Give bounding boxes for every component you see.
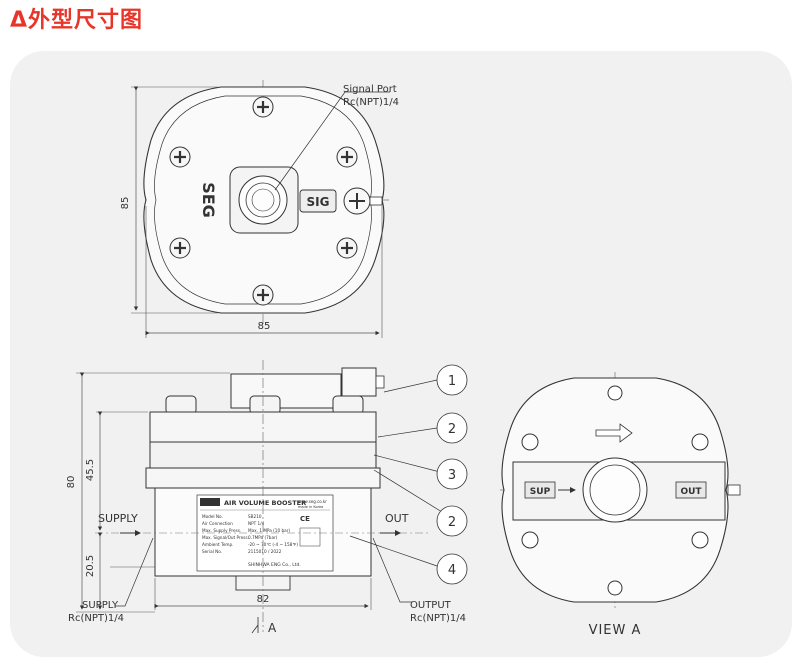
top-dim-width: 85 xyxy=(258,321,271,332)
nameplate-row-label: Serial No. xyxy=(202,549,222,554)
nameplate-row-value: SB210 xyxy=(248,514,262,519)
nameplate-made-in: made in Korea xyxy=(298,505,323,509)
callout-balloon: 2 xyxy=(436,412,468,444)
view-a: SUP OUT VIEW A xyxy=(500,372,741,638)
nameplate-row-label: Model No. xyxy=(202,514,223,519)
flow-direction-arrow-icon xyxy=(595,423,633,443)
nameplate-row-label: Ambient Temp. xyxy=(202,542,233,547)
supply-arrow-label: SUPPLY xyxy=(98,512,138,525)
callout-number: 2 xyxy=(448,422,456,437)
signal-port-thread: Rc(NPT)1/4 xyxy=(343,97,399,108)
view-a-caption: VIEW A xyxy=(589,623,642,638)
out-tag: OUT xyxy=(680,487,702,497)
nameplate-row-label: Max. Supply Press. xyxy=(202,528,241,533)
sig-tag-text: SIG xyxy=(307,195,330,209)
nameplate-title: AIR VOLUME BOOSTER xyxy=(224,499,306,507)
side-view: SEG AIR VOLUME BOOSTER www.seg.co.kr mad… xyxy=(66,360,468,635)
side-dim-width: 82 xyxy=(257,594,270,605)
bottom-screw-icon xyxy=(251,283,275,307)
nameplate-row-value: -20 ~ 70℃ (-4 ~ 158℉) xyxy=(248,542,298,547)
top-view: SIG SEG Signal Port Rc(NPT)1/4 85 85 xyxy=(120,80,399,338)
callout-number: 1 xyxy=(448,374,456,389)
callout-number: 4 xyxy=(448,563,456,578)
output-port-thread: Rc(NPT)1/4 xyxy=(410,613,466,624)
nameplate-logo: SEG xyxy=(203,500,216,507)
output-port-label: OUTPUT xyxy=(410,600,452,611)
brand-mark-text: SEG xyxy=(199,182,218,218)
section-marker-label: A xyxy=(268,621,277,635)
callout-number: 3 xyxy=(448,468,456,483)
callout-balloon: 1 xyxy=(436,364,468,396)
out-arrow-label: OUT xyxy=(385,512,409,525)
right-upper-screw-icon xyxy=(335,145,359,169)
page-heading: Δ外型尺寸图 xyxy=(10,8,144,33)
callout-balloon: 3 xyxy=(436,458,468,490)
nameplate-row-value: NPT 1/4 xyxy=(248,521,265,526)
section-arrow-icon xyxy=(251,617,259,634)
left-upper-screw-icon xyxy=(168,145,192,169)
side-dim-lower-height: 20.5 xyxy=(85,555,96,577)
nameplate-row-value: 2115010 / 2022 xyxy=(248,549,282,554)
nameplate-website: www.seg.co.kr xyxy=(298,499,327,504)
nameplate-row-value: Max. 1 MPa (10 bar) xyxy=(248,528,290,533)
supply-port-label: SUPPLY xyxy=(82,600,119,611)
callout-balloon: 4 xyxy=(436,553,468,585)
nameplate-company: SHINHWA ENG Co., Ltd. xyxy=(248,562,301,568)
nameplate-row-value: 0.7MPa (7bar) xyxy=(248,535,278,540)
supply-port-thread: Rc(NPT)1/4 xyxy=(68,613,124,624)
left-lower-screw-icon xyxy=(168,236,192,260)
callout-balloon: 2 xyxy=(436,505,468,537)
right-lower-screw-icon xyxy=(335,236,359,260)
top-dim-height: 85 xyxy=(120,197,131,210)
callout-number: 2 xyxy=(448,515,456,530)
signal-port-label: Signal Port xyxy=(343,84,397,95)
side-dim-overall-height: 80 xyxy=(66,476,77,489)
nameplate-row-label: Air Connection xyxy=(202,521,233,526)
top-screw-icon xyxy=(251,95,275,119)
nameplate: SEG AIR VOLUME BOOSTER www.seg.co.kr mad… xyxy=(196,494,334,572)
side-dim-mid-height: 45.5 xyxy=(85,459,96,481)
ce-mark: CE xyxy=(300,515,310,523)
nameplate-row-label: Max. Signal/Out Press. xyxy=(202,535,249,540)
sup-tag: SUP xyxy=(530,487,551,497)
